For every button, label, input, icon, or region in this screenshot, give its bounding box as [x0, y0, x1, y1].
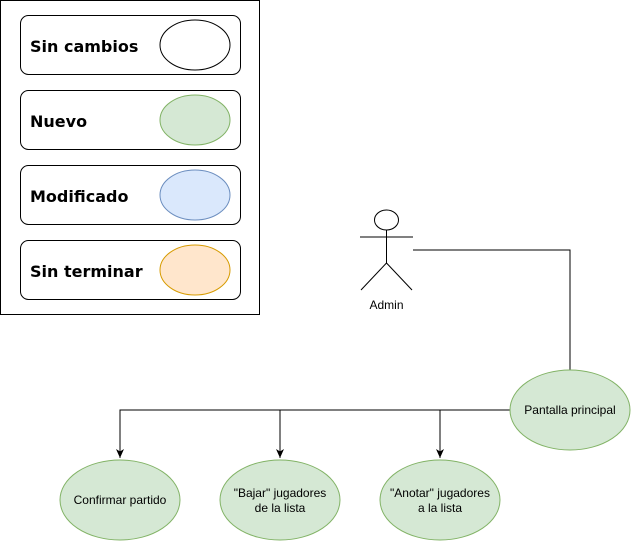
actor-label: Admin: [369, 298, 403, 312]
use-case-pantalla-principal[interactable]: Pantalla principal: [509, 369, 631, 451]
use-case-shape: [379, 459, 501, 541]
legend-swatch-nuevo: [159, 94, 231, 146]
connector-main-to-confirm: [116, 409, 510, 458]
use-case-shape: [59, 459, 181, 541]
legend-item-label: Nuevo: [30, 112, 87, 131]
use-case-label-line2: de la lista: [255, 501, 306, 515]
use-case-confirmar-partido[interactable]: Confirmar partido: [59, 459, 181, 541]
legend: Sin cambios Nuevo Modificado Sin termina…: [0, 0, 260, 315]
actor-head: [374, 209, 399, 231]
use-case-label: Pantalla principal: [524, 403, 615, 417]
legend-swatch-modificado: [159, 169, 231, 221]
connector-admin-to-main: [413, 249, 571, 370]
actor-right-leg: [386, 262, 413, 291]
use-case-bajar-jugadores[interactable]: "Bajar" jugadores de la lista: [219, 459, 341, 541]
legend-item-nuevo: Nuevo: [20, 90, 241, 150]
legend-item-modificado: Modificado: [20, 165, 241, 225]
use-case-shape: [219, 459, 341, 541]
legend-item-label: Sin cambios: [30, 37, 138, 56]
actor-left-leg: [360, 262, 387, 291]
use-case-label-line2: a la lista: [418, 501, 462, 515]
legend-item-sin-terminar: Sin terminar: [20, 240, 241, 300]
legend-swatch-sin-terminar: [159, 244, 231, 296]
legend-item-label: Sin terminar: [30, 262, 143, 281]
use-case-label-line1: "Anotar" jugadores: [390, 486, 490, 500]
use-case-label-line1: "Bajar" jugadores: [234, 486, 327, 500]
use-case-shape: [509, 369, 631, 451]
use-case-anotar-jugadores[interactable]: "Anotar" jugadores a la lista: [379, 459, 501, 541]
legend-swatch-sin-cambios: [159, 19, 231, 71]
legend-item-sin-cambios: Sin cambios: [20, 15, 241, 75]
actor-admin: [360, 209, 413, 291]
legend-item-label: Modificado: [30, 187, 128, 206]
use-case-label: Confirmar partido: [74, 493, 167, 507]
